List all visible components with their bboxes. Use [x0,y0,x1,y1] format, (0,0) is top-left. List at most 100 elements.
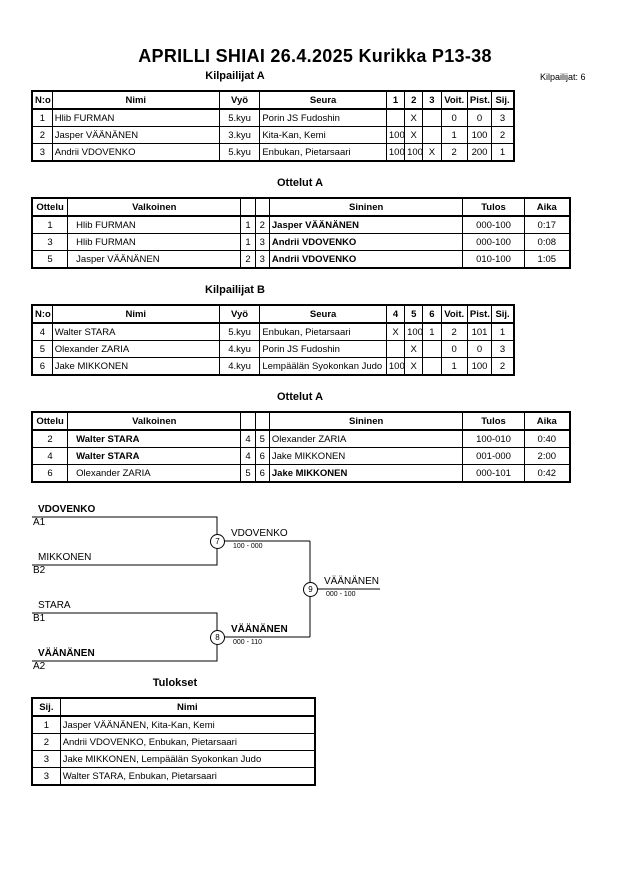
bracket-a1-label: A1 [33,517,46,528]
bracket-a1-name: VDOVENKO [38,504,96,515]
cell: 100 [385,126,406,144]
cell: 3 [491,340,515,358]
match-7-winner: VDOVENKO [231,528,288,539]
cell [422,126,442,144]
cell: Hlib FURMAN [67,233,242,251]
pool-b-table: N:o Nimi Vyö Seura 4 5 6 Voit. Pist. Sij… [31,304,515,376]
cell: Andrii VDOVENKO [268,233,464,251]
cell: 100 [404,322,424,341]
cell: 001-000 [462,447,525,465]
cell: 0:42 [523,464,571,483]
results-table: Sij. Nimi 1 Jasper VÄÄNÄNEN, Kita-Kan, K… [31,697,316,786]
page-title: APRILLI SHIAI 26.4.2025 Kurikka P13-38 [138,46,492,66]
cell: Andrii VDOVENKO, Enbukan, Pietarsaari [59,733,316,751]
col-header [254,197,270,217]
col-header: Nimi [51,304,220,324]
cell [422,340,442,358]
cell: 000-101 [462,464,525,483]
cell: Andrii VDOVENKO [51,143,220,162]
cell: 3 [254,250,270,269]
col-header: Tulos [462,197,525,217]
pool-a-header-row: N:o Nimi Vyö Seura 1 2 3 Voit. Pist. Sij… [31,90,515,110]
cell: Olexander ZARIA [51,340,220,358]
col-header: 2 [404,90,424,110]
bracket-b1-label: B1 [33,613,46,624]
cell: 2 [491,126,515,144]
matches-b-table: Ottelu Valkoinen Sininen Tulos Aika 2 Wa… [31,411,571,483]
match-8-score: 000 - 110 [233,639,263,646]
cell: 1 [491,143,515,162]
col-header: Nimi [59,697,316,717]
col-header: Tulos [462,411,525,431]
col-header: 6 [422,304,442,324]
cell: Kita-Kan, Kemi [259,126,387,144]
bracket-b2-name: MIKKONEN [38,552,92,563]
bracket-b1-name: STARA [38,600,71,611]
cell: 1 [31,715,61,734]
cell: 2:00 [523,447,571,465]
cell: Enbukan, Pietarsaari [259,143,387,162]
cell: 5.kyu [218,143,261,162]
matches-a-heading: Ottelut A [276,177,324,189]
cell: Jake MIKKONEN, Lempäälän Syokonkan Judo [59,750,316,768]
cell: Jasper VÄÄNÄNEN, Kita-Kan, Kemi [59,715,316,734]
cell: Jasper VÄÄNÄNEN [51,126,220,144]
table-row: 3 Andrii VDOVENKO 5.kyu Enbukan, Pietars… [31,143,515,162]
table-row: 1 Hlib FURMAN 5.kyu Porin JS Fudoshin X … [31,108,515,127]
cell: Walter STARA [67,447,242,465]
cell: 3 [31,143,53,162]
cell: 000-100 [462,233,525,251]
bracket-b2-label: B2 [33,565,46,576]
results-heading: Tulokset [152,677,198,689]
cell: Walter STARA, Enbukan, Pietarsaari [59,767,316,786]
col-header: N:o [31,304,53,324]
cell: 100 [385,143,406,162]
pool-a-table: N:o Nimi Vyö Seura 1 2 3 Voit. Pist. Sij… [31,90,515,162]
col-header: Seura [259,90,387,110]
table-row: 6 Jake MIKKONEN 4.kyu Lempäälän Syokonka… [31,357,515,376]
matches-a-table: Ottelu Valkoinen Sininen Tulos Aika 1 Hl… [31,197,571,269]
table-row: 2 Jasper VÄÄNÄNEN 3.kyu Kita-Kan, Kemi 1… [31,126,515,144]
cell: 100 [404,143,424,162]
table-row: 2 Walter STARA 4 5 Olexander ZARIA 100-0… [31,429,571,448]
col-header: Sininen [268,197,464,217]
table-row: 1 Hlib FURMAN 1 2 Jasper VÄÄNÄNEN 000-10… [31,215,571,234]
match-number-badge: 8 [210,630,225,645]
results-header-row: Sij. Nimi [31,697,316,717]
matches-b-heading: Ottelut A [276,391,324,403]
cell: 3 [31,750,61,768]
cell: 2 [440,143,468,162]
cell: 3 [254,233,270,251]
cell: 010-100 [462,250,525,269]
pool-b-header-row: N:o Nimi Vyö Seura 4 5 6 Voit. Pist. Sij… [31,304,515,324]
cell: 3 [31,767,61,786]
col-header: Nimi [51,90,220,110]
cell: 2 [31,126,53,144]
table-row: 3 Jake MIKKONEN, Lempäälän Syokonkan Jud… [31,750,316,768]
cell: 6 [31,357,53,376]
match-number-badge: 7 [210,534,225,549]
match-8-winner: VÄÄNÄNEN [231,624,288,635]
table-row: 1 Jasper VÄÄNÄNEN, Kita-Kan, Kemi [31,715,316,734]
table-row: 5 Olexander ZARIA 4.kyu Porin JS Fudoshi… [31,340,515,358]
match-9-winner: VÄÄNÄNEN [324,576,380,587]
cell: 100 [385,357,406,376]
cell: 2 [31,733,61,751]
col-header: Aika [523,197,571,217]
col-header: Pist. [466,304,493,324]
cell: 100 [466,357,493,376]
col-header: Sininen [268,411,464,431]
cell: 2 [491,357,515,376]
col-header [254,411,270,431]
table-row: 3 Walter STARA, Enbukan, Pietarsaari [31,767,316,786]
pool-b-heading: Kilpailijat B [205,284,265,296]
col-header: Sij. [491,304,515,324]
cell: Jake MIKKONEN [51,357,220,376]
cell: 6 [254,464,270,483]
cell: X [422,143,442,162]
cell [422,357,442,376]
bracket-a2-label: A2 [33,661,46,672]
cell: 5 [31,340,53,358]
cell: 0:08 [523,233,571,251]
col-header: Valkoinen [67,411,242,431]
